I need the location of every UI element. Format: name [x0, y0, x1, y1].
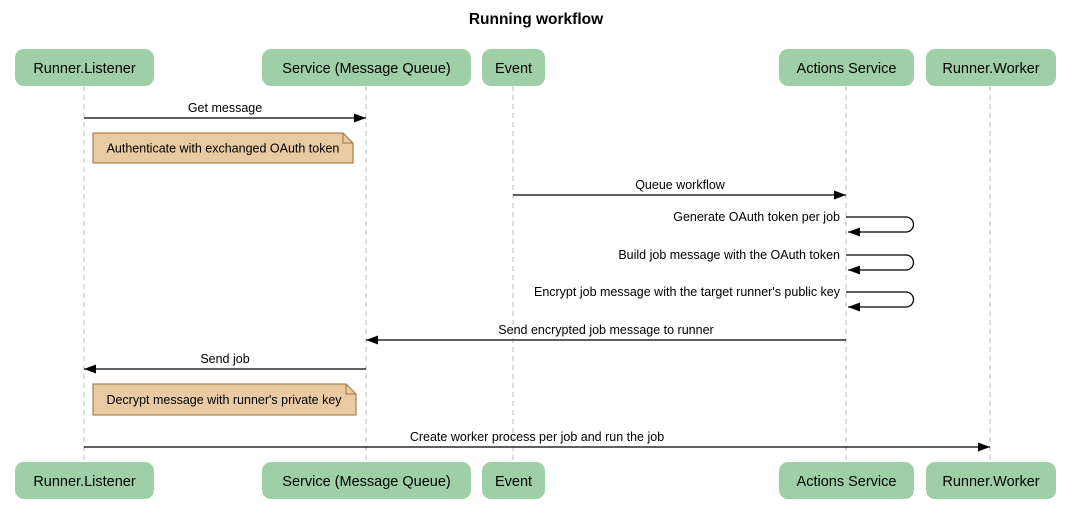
- self-arrow-generate-oauth-token: [846, 216, 915, 237]
- label-encrypt-job-message: Encrypt job message with the target runn…: [534, 285, 841, 299]
- actor-label-service-message-queue-bottom: Service (Message Queue): [282, 474, 450, 490]
- note-authenticate-fold-icon: [342, 133, 353, 144]
- label-get-message: Get message: [188, 101, 262, 115]
- note-authenticate: [92, 132, 354, 164]
- diagram-title: Running workflow: [468, 11, 604, 28]
- label-queue-workflow: Queue workflow: [635, 178, 726, 192]
- actor-event-bottom: [482, 462, 545, 499]
- label-generate-oauth-token: Generate OAuth token per job: [673, 210, 840, 224]
- participants-bottom: Runner.Listener Service (Message Queue) …: [15, 462, 1056, 499]
- actor-event-top: [482, 49, 545, 86]
- actor-label-runner-worker-top: Runner.Worker: [942, 61, 1039, 77]
- actor-label-service-message-queue-top: Service (Message Queue): [282, 61, 450, 77]
- label-create-worker-process: Create worker process per job and run th…: [410, 430, 664, 444]
- actor-runner-worker-top: [926, 49, 1056, 86]
- label-send-encrypted-job-message: Send encrypted job message to runner: [498, 323, 713, 337]
- actor-label-runner-listener-top: Runner.Listener: [33, 61, 136, 77]
- note-authenticate-text: Authenticate with exchanged OAuth token: [107, 142, 340, 156]
- actor-label-event-bottom: Event: [495, 474, 532, 490]
- actor-runner-listener-bottom: [15, 462, 154, 499]
- actor-runner-worker-bottom: [926, 462, 1056, 499]
- actor-label-runner-listener-bottom: Runner.Listener: [33, 474, 136, 490]
- self-arrow-encrypt-job-message: [846, 291, 915, 312]
- actor-label-event-top: Event: [495, 61, 532, 77]
- actor-label-actions-service-top: Actions Service: [797, 61, 897, 77]
- note-decrypt-fold-icon: [345, 384, 356, 395]
- notes: Authenticate with exchanged OAuth token …: [92, 132, 357, 416]
- actor-service-message-queue-bottom: [262, 462, 471, 499]
- actor-service-message-queue-top: [262, 49, 471, 86]
- actor-actions-service-top: [779, 49, 914, 86]
- self-arrow-build-job-message: [846, 254, 915, 275]
- participants-top: Runner.Listener Service (Message Queue) …: [15, 49, 1056, 86]
- note-decrypt-text: Decrypt message with runner's private ke…: [106, 393, 342, 407]
- label-send-job: Send job: [200, 352, 249, 366]
- label-build-job-message: Build job message with the OAuth token: [618, 248, 840, 262]
- actor-label-runner-worker-bottom: Runner.Worker: [942, 474, 1039, 490]
- message-arrows: [84, 113, 990, 452]
- actor-runner-listener-top: [15, 49, 154, 86]
- actor-actions-service-bottom: [779, 462, 914, 499]
- actor-label-actions-service-bottom: Actions Service: [797, 474, 897, 490]
- message-labels: Get message Queue workflow Generate OAut…: [188, 101, 841, 444]
- note-decrypt: [92, 383, 357, 416]
